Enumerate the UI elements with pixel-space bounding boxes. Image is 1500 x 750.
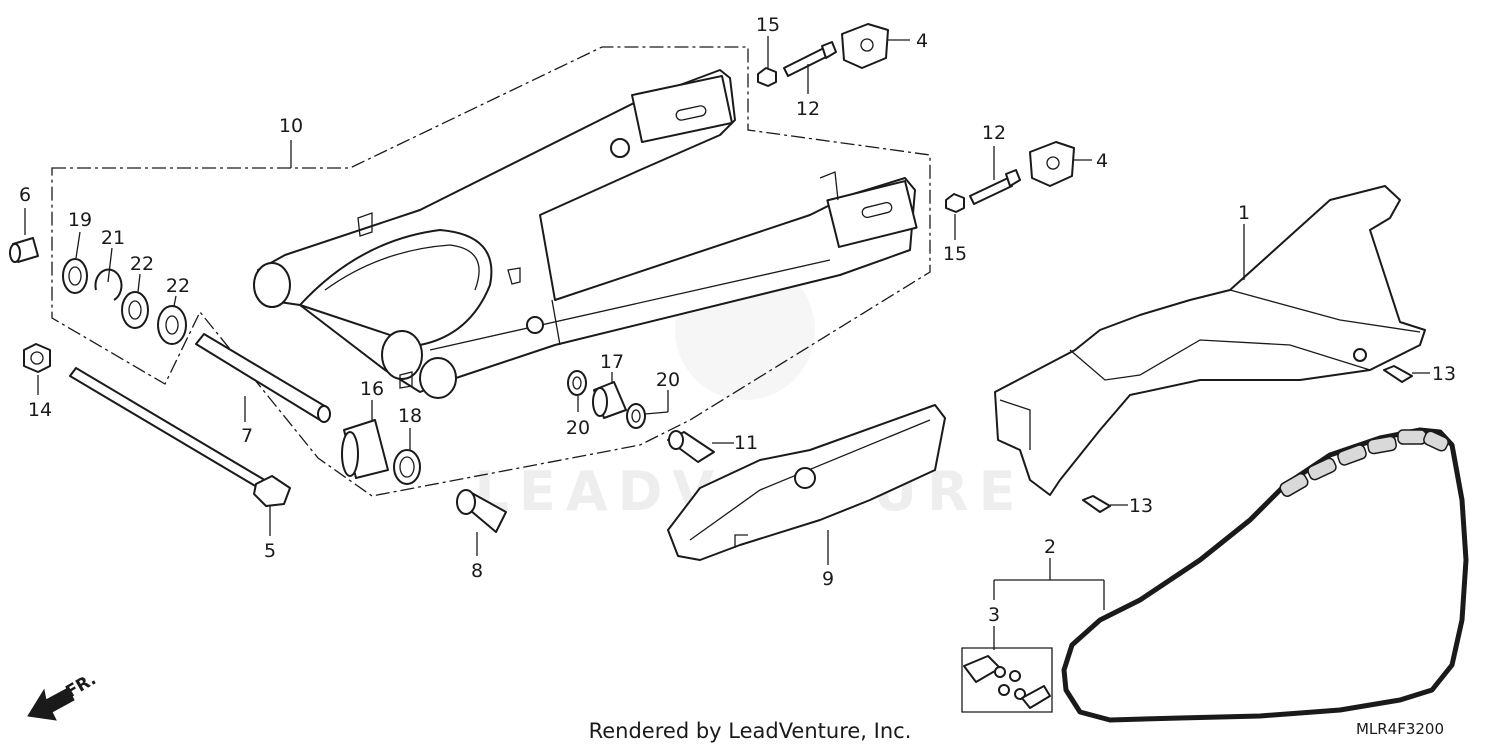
callout-12-b: 12	[982, 122, 1006, 144]
callout-5: 5	[264, 540, 276, 562]
callout-1: 1	[1238, 202, 1250, 224]
callout-15-b: 15	[943, 243, 967, 265]
part-15-nut-a[interactable]	[757, 67, 777, 87]
callout-14: 14	[28, 399, 52, 421]
callout-20-a: 20	[566, 417, 590, 439]
diagram-code: MLR4F3200	[1356, 720, 1444, 738]
part-22-bearing-a[interactable]	[121, 291, 149, 329]
part-20-seal-b[interactable]	[626, 403, 646, 429]
callout-9: 9	[822, 568, 834, 590]
callout-16: 16	[360, 378, 384, 400]
callout-12-a: 12	[796, 98, 820, 120]
part-17-bearing[interactable]	[592, 381, 627, 419]
part-12-bolt-a[interactable]	[783, 41, 837, 77]
callout-15-a: 15	[756, 14, 780, 36]
callout-2: 2	[1044, 536, 1056, 558]
callout-13-b: 13	[1129, 495, 1153, 517]
callout-3: 3	[988, 604, 1000, 626]
part-13-bolt-a[interactable]	[1383, 365, 1413, 383]
part-19-dust-seal[interactable]	[62, 258, 88, 294]
callout-18: 18	[398, 405, 422, 427]
part-21-circlip[interactable]	[94, 268, 123, 301]
callout-17: 17	[600, 351, 624, 373]
callout-13-a: 13	[1432, 363, 1456, 385]
part-16-needle-bearing[interactable]	[341, 419, 389, 479]
part-20-seal-a[interactable]	[567, 370, 587, 396]
callout-22-a: 22	[130, 253, 154, 275]
part-9-chain-slider[interactable]	[667, 404, 946, 561]
chain-links-visible	[1279, 429, 1449, 497]
part-3-master-link-kit[interactable]	[961, 647, 1053, 713]
callout-4-b: 4	[1096, 150, 1108, 172]
callout-4-a: 4	[916, 30, 928, 52]
part-6-collar[interactable]	[9, 237, 39, 263]
part-13-bolt-b[interactable]	[1082, 495, 1111, 513]
leader-lines	[24, 36, 1430, 650]
part-22-bearing-b[interactable]	[157, 305, 187, 345]
callout-6: 6	[19, 184, 31, 206]
front-arrow-icon	[27, 687, 75, 721]
callout-7: 7	[241, 425, 253, 447]
part-4-plate-a[interactable]	[841, 23, 889, 69]
part-15-nut-b[interactable]	[945, 193, 965, 213]
part-7-pivot-collar[interactable]	[195, 333, 331, 423]
part-4-plate-b[interactable]	[1029, 141, 1075, 187]
part-1-chain-case[interactable]	[994, 185, 1426, 496]
callout-labels: 10 6 19 21 22 22 14 7 5 16 18 17 20 20 1…	[19, 14, 1456, 626]
part-8-collar[interactable]	[456, 489, 507, 533]
front-direction-marker: FR.	[27, 669, 100, 721]
callout-8: 8	[471, 560, 483, 582]
callout-21: 21	[101, 227, 125, 249]
callout-11: 11	[734, 432, 758, 454]
swingarm-assembly-outline	[51, 46, 931, 497]
part-14-nut[interactable]	[23, 343, 51, 373]
callout-20-b: 20	[656, 369, 680, 391]
swingarm[interactable]	[253, 69, 918, 399]
part-2-drive-chain[interactable]	[1061, 427, 1469, 723]
part-5-pivot-bolt[interactable]	[69, 367, 291, 507]
callout-22-b: 22	[166, 275, 190, 297]
callout-19: 19	[68, 209, 92, 231]
render-credit: Rendered by LeadVenture, Inc.	[589, 719, 912, 743]
callout-10: 10	[279, 115, 303, 137]
part-12-bolt-b[interactable]	[969, 169, 1021, 205]
part-11-collar[interactable]	[667, 430, 715, 463]
part-18-seal[interactable]	[393, 449, 421, 485]
